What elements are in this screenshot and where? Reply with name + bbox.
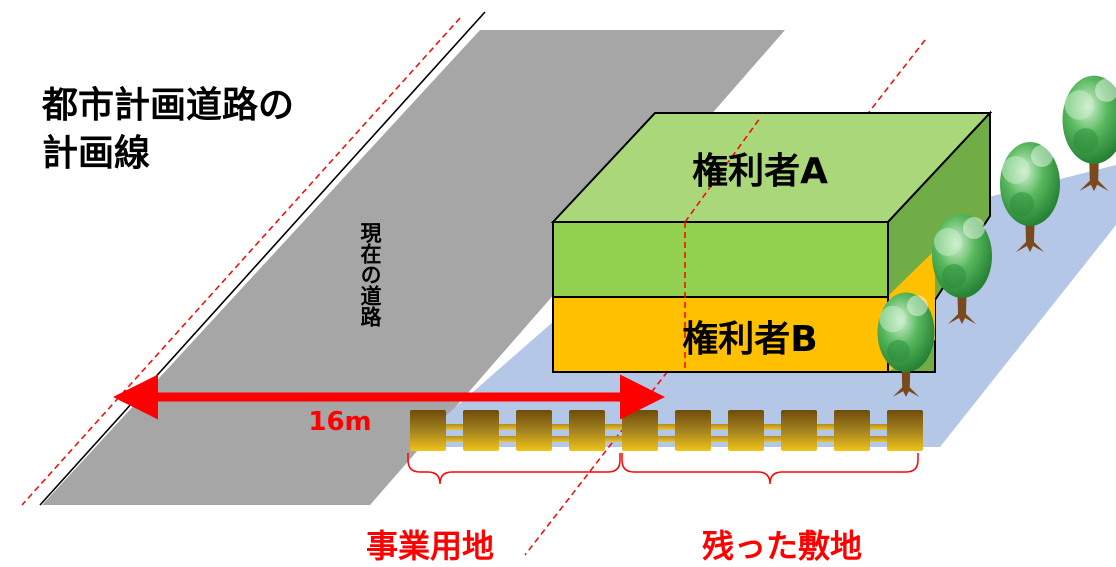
- building-front-owner-a: [553, 222, 888, 297]
- owner-b-label: 権利者B: [640, 310, 860, 362]
- project-land-brace: [408, 453, 620, 484]
- distance-label: 16m: [285, 407, 395, 437]
- current-road-label: 現在の道路: [354, 222, 382, 327]
- fence-post: [463, 410, 499, 451]
- fence-post: [728, 410, 764, 451]
- project-land-label: 事業用地: [350, 521, 510, 567]
- fence-post: [569, 410, 605, 451]
- title-line-1: 都市計画道路の: [42, 82, 294, 130]
- planning-line-title: 都市計画道路の 計画線: [42, 82, 294, 178]
- fence-post: [834, 410, 870, 451]
- fence-post: [675, 410, 711, 451]
- remaining-land-label: 残った敷地: [682, 521, 882, 567]
- fence-post: [410, 410, 446, 451]
- title-line-2: 計画線: [42, 130, 294, 178]
- remaining-land-brace: [622, 453, 918, 484]
- fence-post: [516, 410, 552, 451]
- fence-post: [781, 410, 817, 451]
- owner-a-label: 権利者A: [660, 142, 860, 194]
- fence-post: [622, 410, 658, 451]
- fence-post: [887, 410, 923, 451]
